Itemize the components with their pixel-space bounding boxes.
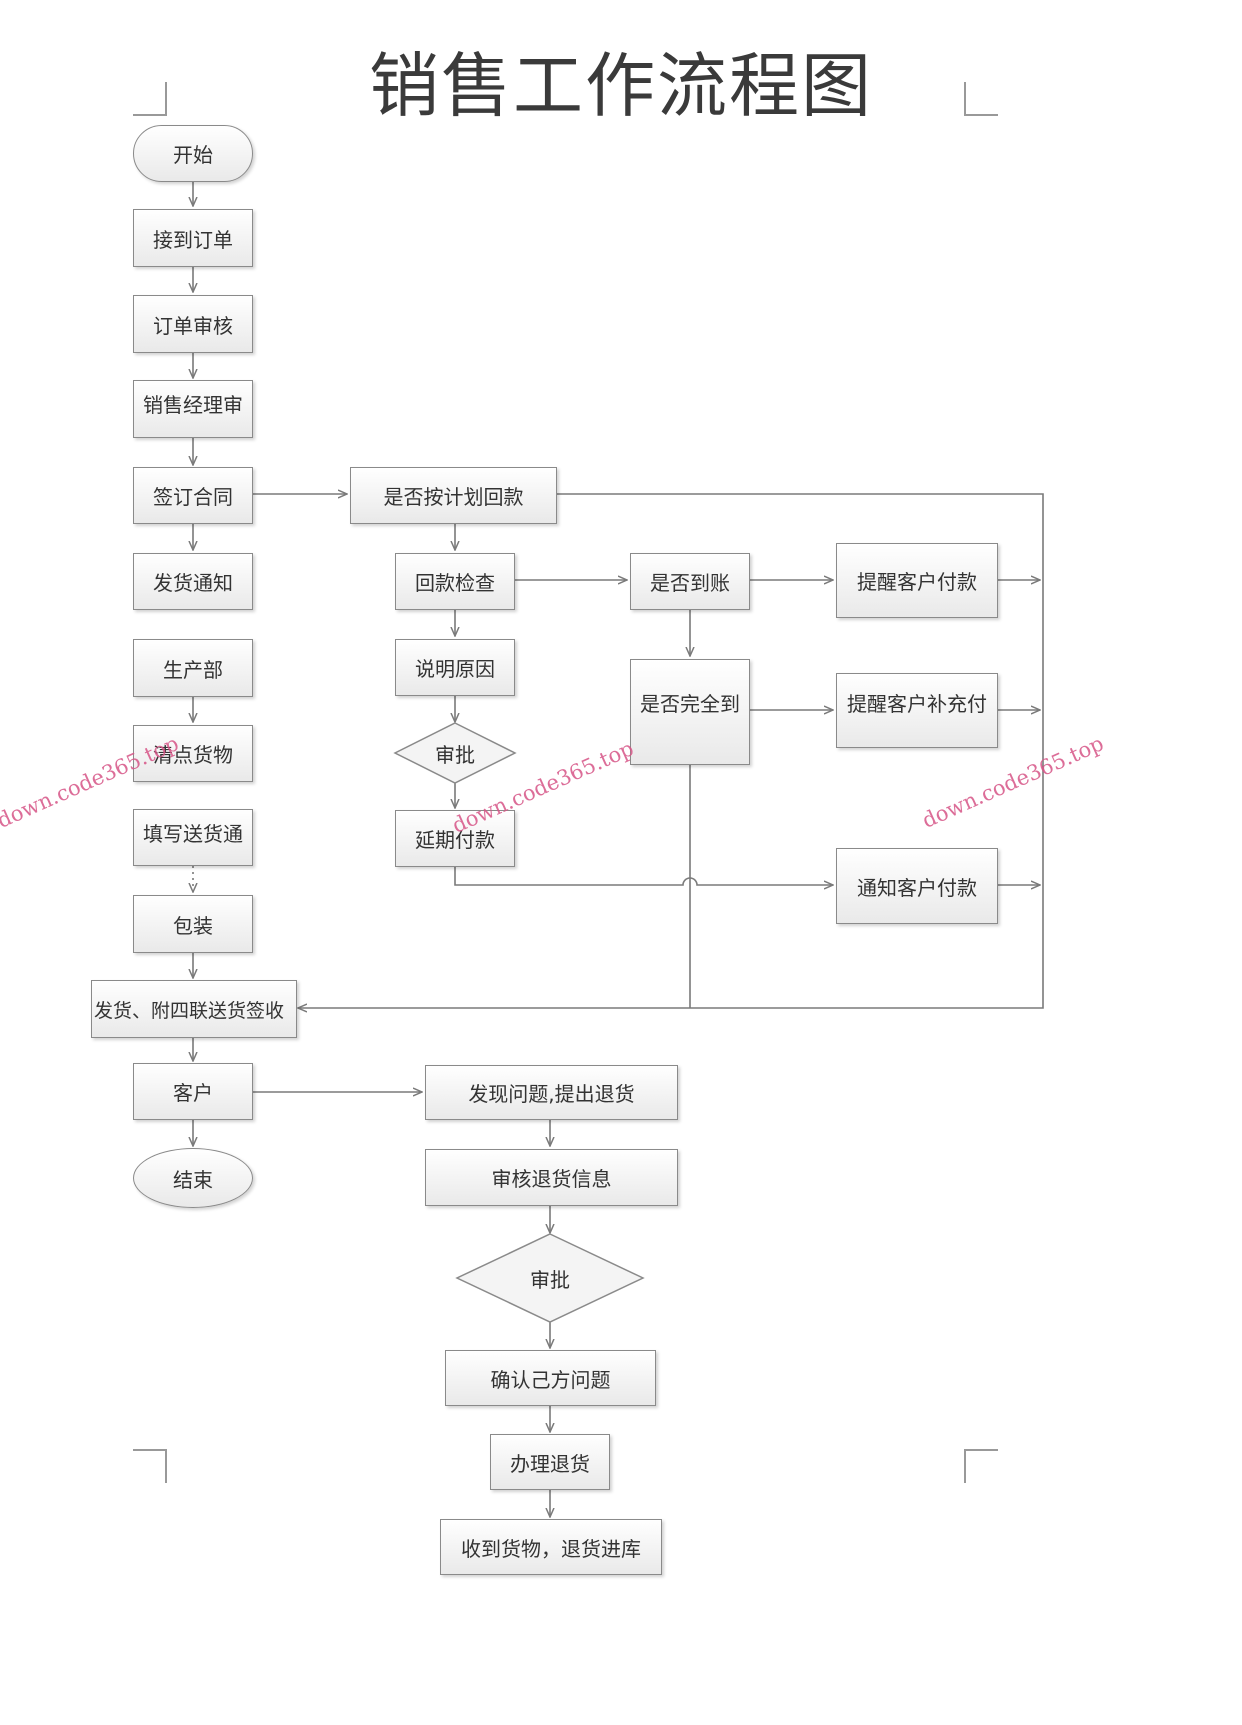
node-production-label: 生产部 [163,657,223,682]
node-process-return-label: 办理退货 [510,1451,590,1476]
node-remind-supplement[interactable]: 提醒客户补充付 [836,673,998,748]
node-customer[interactable]: 客户 [133,1063,253,1120]
node-fill-note-label: 填写送货通 [143,822,243,846]
node-start[interactable]: 开始 [133,125,253,182]
corner-mark-bottom-right [964,1449,998,1483]
node-ship-sign-label: 发货、附四联送货签收 [94,999,285,1022]
approve-diamond-1 [393,722,517,784]
node-customer-label: 客户 [173,1081,213,1105]
node-count-goods[interactable]: 清点货物 [133,725,253,782]
node-approve-2-label: 审批 [530,1267,570,1292]
node-payment-check[interactable]: 回款检查 [395,553,515,610]
node-receive-goods-label: 收到货物，退货进库 [461,1536,641,1561]
node-fully-arrived-label: 是否完全到 [640,692,740,716]
node-order-review-label: 订单审核 [153,313,233,338]
node-approve-1-label: 审批 [435,742,475,767]
node-confirm-issue-label: 确认己方问题 [490,1367,611,1392]
node-explain-reason[interactable]: 说明原因 [395,639,515,696]
node-order-review[interactable]: 订单审核 [133,295,253,353]
node-find-problem[interactable]: 发现问题,提出退货 [425,1065,678,1120]
node-remind-supplement-label: 提醒客户补充付 [847,692,987,716]
corner-mark-bottom-left [133,1449,167,1483]
node-find-problem-label: 发现问题,提出退货 [468,1082,635,1106]
node-plan-payment-label: 是否按计划回款 [383,485,524,509]
node-receive-order[interactable]: 接到订单 [133,209,253,267]
node-sign-contract[interactable]: 签订合同 [133,467,253,524]
node-delivery-notice[interactable]: 发货通知 [133,553,253,610]
node-receive-order-label: 接到订单 [153,227,233,252]
node-notify-pay[interactable]: 通知客户付款 [836,848,998,924]
node-sales-manager[interactable]: 销售经理审 [133,380,253,438]
node-fully-arrived[interactable]: 是否完全到 [630,659,750,765]
node-remind-pay[interactable]: 提醒客户付款 [836,543,998,618]
diagram-title: 销售工作流程图 [369,45,873,127]
node-remind-pay-label: 提醒客户付款 [857,570,977,594]
node-confirm-issue[interactable]: 确认己方问题 [445,1350,656,1406]
node-notify-pay-label: 通知客户付款 [857,875,977,900]
node-fill-note[interactable]: 填写送货通 [133,809,253,866]
node-end[interactable]: 结束 [133,1148,253,1208]
node-delay-payment[interactable]: 延期付款 [395,810,515,867]
node-ship-sign[interactable]: 发货、附四联送货签收 [91,980,297,1038]
corner-mark-top-left [133,82,167,116]
node-plan-payment[interactable]: 是否按计划回款 [350,467,557,524]
node-production[interactable]: 生产部 [133,639,253,697]
node-receive-goods[interactable]: 收到货物，退货进库 [440,1519,662,1575]
node-count-goods-label: 清点货物 [153,743,233,767]
node-start-label: 开始 [173,143,213,167]
node-sign-contract-label: 签订合同 [153,485,233,509]
node-packing-label: 包装 [173,913,213,938]
node-review-return[interactable]: 审核退货信息 [425,1149,678,1206]
node-arrived[interactable]: 是否到账 [630,553,750,610]
node-end-label: 结束 [173,1167,213,1192]
node-sales-manager-label: 销售经理审 [143,393,243,417]
node-explain-reason-label: 说明原因 [415,657,495,681]
node-packing[interactable]: 包装 [133,895,253,953]
node-approve-2[interactable]: 审批 [457,1234,643,1322]
node-delay-payment-label: 延期付款 [415,828,495,852]
node-payment-check-label: 回款检查 [415,571,495,595]
node-delivery-notice-label: 发货通知 [153,571,233,595]
node-arrived-label: 是否到账 [650,571,730,595]
node-review-return-label: 审核退货信息 [491,1167,612,1191]
corner-mark-top-right [964,82,998,116]
approve-diamond-2 [455,1233,645,1323]
node-approve-1[interactable]: 审批 [395,723,515,783]
node-process-return[interactable]: 办理退货 [490,1434,610,1490]
